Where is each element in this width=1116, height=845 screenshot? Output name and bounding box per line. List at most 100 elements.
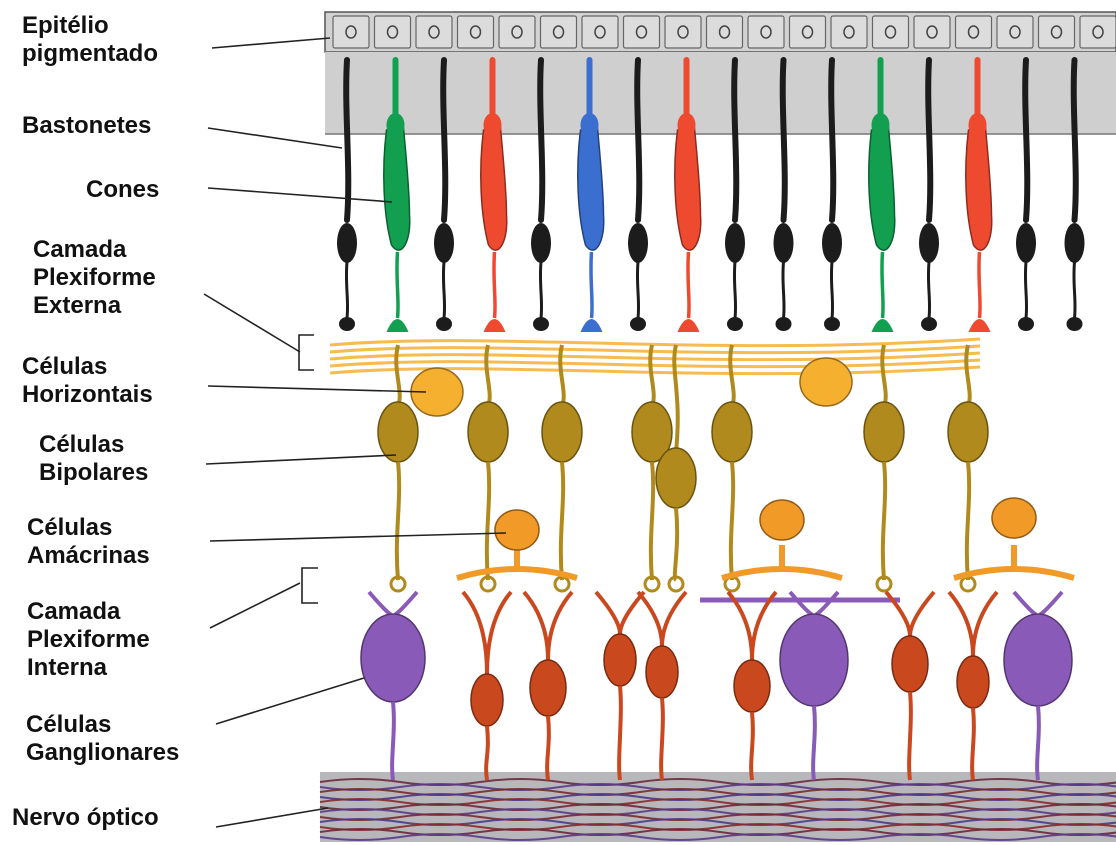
cone-axon [591, 252, 592, 318]
epithelium-cell [831, 16, 867, 48]
cone-pedicle [484, 319, 506, 332]
rod-cell-body [919, 223, 939, 263]
rod-outer-segment [783, 60, 785, 220]
cone-cell-body [869, 128, 895, 250]
ganglion-axon [1037, 706, 1039, 780]
label-line: Ganglionares [26, 739, 179, 767]
ganglion-cell-body [892, 636, 928, 692]
bipolar-axon [883, 462, 885, 580]
cone-cell-body [578, 128, 604, 250]
cone-inner-segment [581, 113, 599, 137]
rod-outer-segment [831, 60, 833, 220]
leader-line [216, 808, 328, 827]
rod-spherule [1018, 317, 1034, 331]
ganglion-cell-body [471, 674, 503, 726]
rod-spherule [921, 317, 937, 331]
rod-outer-segment [346, 60, 348, 220]
ganglion-dendrite [790, 592, 838, 615]
bipolar-axon [561, 462, 563, 580]
amacrine-dendrite [722, 569, 842, 578]
cone-axon [882, 252, 883, 318]
rod-outer-segment [1074, 60, 1076, 220]
bipolar-axon [487, 462, 489, 580]
cone-cell-body [481, 128, 507, 250]
optic-nerve-layer [320, 772, 1116, 842]
bipolar-axon [651, 462, 653, 580]
label-horizontal-cells: Células Horizontais [22, 353, 153, 409]
rod-spherule [533, 317, 549, 331]
rod-spherule [1067, 317, 1083, 331]
rod-axon [928, 262, 929, 318]
label-rods: Bastonetes [22, 112, 151, 140]
ganglion-axon [661, 698, 663, 780]
rod-spherule [727, 317, 743, 331]
epithelium-cell [665, 16, 701, 48]
label-line: Interna [27, 654, 150, 682]
rod-spherule [630, 317, 646, 331]
label-line: Células [26, 711, 179, 739]
ganglion-cell-body [957, 656, 989, 708]
bipolar-dendrite [674, 345, 677, 452]
rod-outer-segment [1025, 60, 1027, 220]
epithelium-cell [1039, 16, 1075, 48]
rod-axon [540, 262, 541, 318]
ganglion-axon [547, 716, 549, 780]
ganglion-dendrite [1014, 592, 1062, 615]
horizontal-dendrite [330, 339, 980, 346]
cone-cell-body [966, 128, 992, 250]
epithelium-cell [541, 16, 577, 48]
rod-spherule [776, 317, 792, 331]
bipolar-axon [675, 508, 677, 580]
rod-axon [443, 262, 444, 318]
ganglion-axon [619, 686, 621, 780]
cone-axon [397, 252, 398, 318]
rod-spherule [824, 317, 840, 331]
rod-outer-segment [928, 60, 930, 220]
label-line: Células [22, 353, 153, 381]
label-line: Cones [86, 176, 159, 204]
cone-pedicle [678, 319, 700, 332]
epithelium-cell [748, 16, 784, 48]
cone-inner-segment [969, 113, 987, 137]
ganglion-dendrite [596, 592, 644, 634]
label-line: Células [27, 514, 150, 542]
label-optic-nerve: Nervo óptico [12, 804, 159, 832]
cone-inner-segment [484, 113, 502, 137]
ganglion-cell-layer [361, 592, 1072, 780]
ganglion-cell-body [604, 634, 636, 686]
leader-line [210, 583, 300, 628]
label-line: Camada [33, 236, 156, 264]
label-pigmented-epithelium: Epitélio pigmentado [22, 12, 158, 68]
rod-cell-body [822, 223, 842, 263]
label-outer-plexiform: Camada Plexiforme Externa [33, 236, 156, 320]
bipolar-axon [967, 462, 969, 580]
rod-outer-segment [637, 60, 639, 220]
rod-cell-body [434, 223, 454, 263]
ganglion-dendrite [369, 592, 417, 615]
rod-outer-segment [734, 60, 736, 220]
bipolar-cell-body [948, 402, 988, 462]
label-line: Horizontais [22, 381, 153, 409]
bipolar-cell-body [864, 402, 904, 462]
label-amacrine-cells: Células Amácrinas [27, 514, 150, 570]
rod-cell-body [1065, 223, 1085, 263]
label-line: Nervo óptico [12, 804, 159, 832]
cone-axon [979, 252, 980, 318]
label-leader-lines [204, 38, 506, 827]
ganglion-axon [392, 702, 394, 780]
bipolar-cell-body [378, 402, 418, 462]
label-line: Células [39, 431, 148, 459]
cone-pedicle [581, 319, 603, 332]
epithelium-cell [624, 16, 660, 48]
rod-axon [831, 262, 832, 318]
cone-inner-segment [387, 113, 405, 137]
bipolar-cell-body [656, 448, 696, 508]
ganglion-dendrite [886, 592, 934, 636]
ganglion-dendrite [949, 592, 997, 656]
rod-axon [734, 262, 735, 318]
epithelium-cell [1080, 16, 1116, 48]
epithelium-cell [997, 16, 1033, 48]
leader-line [206, 455, 396, 464]
cone-pedicle [387, 319, 409, 332]
ganglion-dendrite [524, 592, 572, 660]
